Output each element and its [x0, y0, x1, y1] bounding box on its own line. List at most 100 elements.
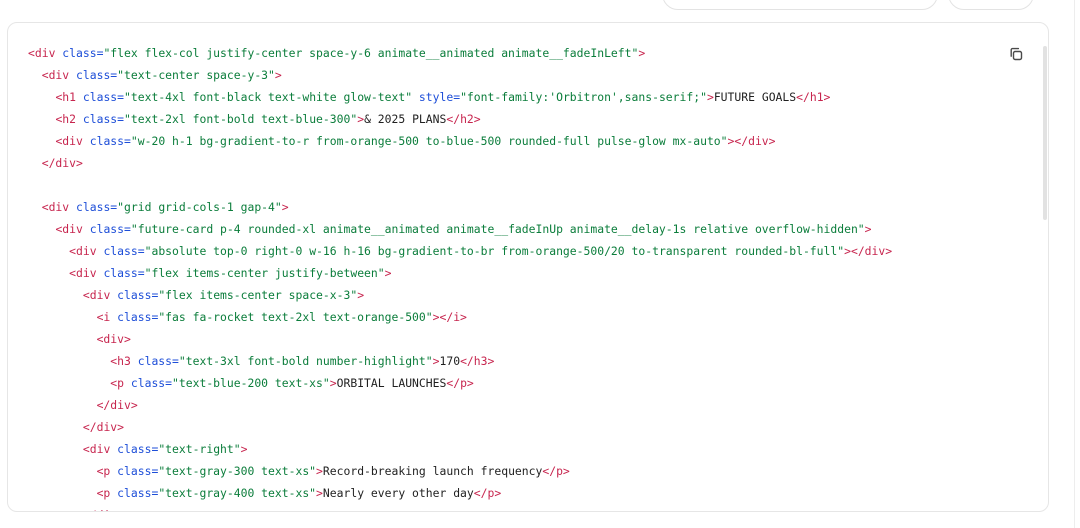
code-token: </div> — [41, 156, 83, 170]
copy-code-button[interactable] — [1003, 41, 1029, 67]
code-token: class= — [117, 288, 159, 302]
code-token: FUTURE GOALS — [713, 90, 797, 104]
code-token: <p — [96, 464, 118, 478]
code-line: <div class="flex items-center justify-be… — [28, 262, 988, 284]
code-token: ></i> — [432, 310, 467, 324]
code-token: <h1 — [55, 90, 83, 104]
code-token: Nearly every other day — [322, 486, 474, 500]
code-token — [28, 90, 55, 104]
code-token: <div — [69, 244, 104, 258]
code-token: <div — [55, 222, 90, 236]
code-token: > — [384, 266, 392, 280]
code-token: class= — [89, 222, 131, 236]
code-token: "text-4xl font-black text-white glow-tex… — [124, 90, 413, 104]
top-toolbar-strip — [0, 0, 1080, 10]
code-token: class= — [89, 134, 131, 148]
code-token: Record-breaking launch frequency — [322, 464, 543, 478]
code-token: </p> — [446, 376, 474, 390]
code-token: <div — [41, 68, 77, 82]
code-token: "text-right" — [158, 442, 241, 456]
code-token: class= — [117, 442, 159, 456]
code-token — [28, 442, 83, 456]
code-line: <div class="grid grid-cols-1 gap-4"> — [28, 196, 988, 218]
code-token: class= — [130, 376, 173, 390]
code-token: > — [432, 354, 440, 368]
code-token: > — [357, 112, 365, 126]
code-token: > — [274, 68, 282, 82]
code-token — [28, 310, 97, 324]
code-token: "text-3xl font-bold number-highlight" — [178, 354, 433, 368]
code-token — [28, 486, 97, 500]
code-token: "font-family:'Orbitron',sans-serif;" — [460, 90, 707, 104]
code-token: <i — [96, 310, 118, 324]
code-token: <h3 — [110, 354, 138, 368]
code-line: <div class="flex items-center space-x-3"… — [28, 284, 988, 306]
code-token: > — [638, 46, 646, 60]
code-token: class= — [76, 200, 118, 214]
code-token: class= — [137, 354, 179, 368]
code-token — [28, 156, 42, 170]
code-line: <p class="text-gray-300 text-xs">Record-… — [28, 460, 988, 482]
code-scrollbar-thumb[interactable] — [1043, 46, 1047, 220]
code-line: </div> — [28, 416, 988, 438]
code-token: <div — [28, 46, 63, 60]
code-token: "flex items-center justify-between" — [144, 266, 385, 280]
code-line: <div class="text-right"> — [28, 438, 988, 460]
copy-icon — [1010, 47, 1023, 61]
code-token: </p> — [542, 464, 570, 478]
code-token: class= — [117, 464, 159, 478]
code-token: </p> — [473, 486, 502, 500]
code-token: <div — [55, 134, 90, 148]
code-line: </div> — [28, 504, 988, 511]
code-token: <h2 — [55, 112, 83, 126]
code-token: class= — [82, 112, 125, 126]
code-token: <div — [69, 266, 104, 280]
code-line: </div> — [28, 152, 988, 174]
code-token: > — [864, 222, 872, 236]
code-token: "text-center space-y-3" — [117, 68, 275, 82]
code-token: > — [316, 464, 323, 478]
code-token: <div — [82, 442, 118, 456]
code-token: <p — [96, 486, 118, 500]
code-line: <div class="absolute top-0 right-0 w-16 … — [28, 240, 988, 262]
code-token: </div> — [82, 420, 125, 434]
code-token: ></div> — [727, 134, 776, 148]
code-token: "text-gray-300 text-xs" — [158, 464, 317, 478]
code-token: "grid grid-cols-1 gap-4" — [117, 200, 282, 214]
code-token: </h2> — [446, 112, 481, 126]
page-divider — [1074, 0, 1075, 528]
code-line: <p class="text-blue-200 text-xs">ORBITAL… — [28, 372, 988, 394]
code-token: class= — [117, 310, 159, 324]
code-token — [28, 222, 55, 236]
code-token: class= — [62, 46, 104, 60]
code-token: "flex flex-col justify-center space-y-6 … — [103, 46, 639, 60]
code-token: & 2025 PLANS — [364, 112, 447, 126]
code-token: > — [240, 442, 248, 456]
toolbar-pill-secondary[interactable] — [948, 0, 1034, 10]
code-line: <h1 class="text-4xl font-black text-whit… — [28, 86, 988, 108]
code-token — [28, 354, 110, 368]
code-token: class= — [82, 90, 125, 104]
code-token: style= — [418, 90, 461, 104]
code-token — [28, 508, 83, 511]
code-token: <div — [41, 200, 77, 214]
code-line: <p class="text-gray-400 text-xs">Nearly … — [28, 482, 988, 504]
code-token — [28, 464, 97, 478]
code-token: "text-blue-200 text-xs" — [172, 376, 330, 390]
code-token — [28, 288, 83, 302]
code-token: </div> — [96, 398, 138, 412]
code-token — [28, 332, 97, 346]
code-token: "flex items-center space-x-3" — [158, 288, 358, 302]
code-token: </div> — [83, 508, 124, 511]
code-token: "fas fa-rocket text-2xl text-orange-500" — [158, 310, 433, 324]
toolbar-pill[interactable] — [662, 0, 938, 10]
code-token: <p — [110, 376, 131, 390]
code-line: <h3 class="text-3xl font-bold number-hig… — [28, 350, 988, 372]
code-token: "future-card p-4 rounded-xl animate__ani… — [130, 222, 865, 236]
code-token: </h3> — [460, 354, 495, 368]
code-token: 170 — [439, 354, 461, 368]
code-token — [412, 90, 419, 104]
code-token: ORBITAL LAUNCHES — [336, 376, 447, 390]
code-line: <div class="future-card p-4 rounded-xl a… — [28, 218, 988, 240]
code-token: </h1> — [796, 90, 831, 104]
